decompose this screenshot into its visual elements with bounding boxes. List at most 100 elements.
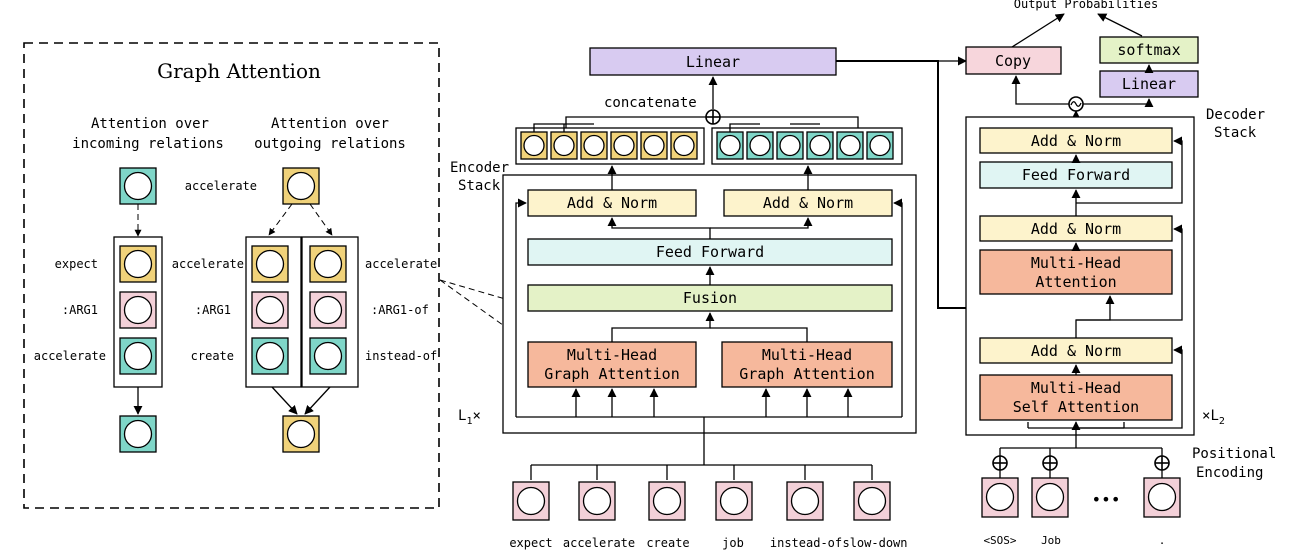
outgoing-right-label-instead-of: instead-of [365,349,437,363]
decoder-repeat-letter: L [1210,408,1218,424]
decoder-self-attention-box [979,374,1173,421]
outgoing-left-label-accelerate: accelerate [172,257,244,271]
input-token-create [648,481,686,521]
input-token-job [715,481,753,521]
encoder-feed-forward-label: Feed Forward [656,243,764,261]
encoder-graph-attention-right [721,341,893,388]
decoder-repeat-subscript: 2 [1219,416,1225,427]
outgoing-merge-arrow-left [271,386,298,415]
outgoing-right-node-accelerate [309,245,347,283]
incoming-output-node [119,415,157,453]
decoder-repeat-label: ×L2 [1202,408,1225,427]
concatenate-label: concatenate [604,95,697,111]
outgoing-dashed-arrow-right [309,203,333,236]
input-token-label-0: expect [509,536,552,550]
switch-to-linear-arrow [1083,98,1154,108]
encoder-linear-box [589,47,837,76]
outgoing-right-label-arg1-of: :ARG1-of [371,303,429,317]
decoder-add-norm-top [979,127,1173,154]
positional-drops [999,448,1163,456]
decoder-token-job [1031,477,1069,518]
encoder-add-norm-left [527,189,697,217]
softmax-box [1099,36,1199,64]
decoder-attention-line2: Attention [1035,273,1116,291]
outgoing-left-node-accelerate [251,245,289,283]
decoder-token-label-1: Job [1041,534,1061,547]
decoder-linear-box [1099,70,1199,98]
incoming-top-node [119,167,157,205]
encoder-stack-label-line1: Encoder [450,160,509,176]
concat-wire-left [565,116,706,131]
outgoing-left-label-create: create [191,349,234,363]
decoder-residual-mid [1076,224,1183,321]
input-token-label-3: job [722,536,744,550]
encoder-add-norm-right-label: Add & Norm [763,194,853,212]
copy-label: Copy [995,52,1031,70]
decoder-attention-line1: Multi-Head [1031,254,1121,272]
positional-oplus-icon-3 [1154,455,1170,471]
decoder-stack-label-line2: Stack [1214,125,1257,141]
outgoing-caption-line1: Attention over [271,116,389,132]
copy-switch-icon [1068,96,1084,112]
decoder-self-attention-line2: Self Attention [1013,398,1139,416]
decoder-linear-label: Linear [1122,75,1176,93]
encoder-stack-label-line2: Stack [458,178,501,194]
decoder-token-label-0: <SOS> [983,534,1016,547]
decoder-token-ellipsis: ••• [1092,490,1121,509]
decoder-add-norm-bottom-label: Add & Norm [1031,342,1121,360]
graph-attention-left-line2: Graph Attention [544,365,679,383]
encoder-repeat-subscript: 1 [466,416,472,427]
decoder-stack-label-line1: Decoder [1206,107,1265,123]
softmax-label: softmax [1117,41,1180,59]
decoder-add-norm-top-label: Add & Norm [1031,132,1121,150]
encoder-repeat-letter: L [458,408,466,424]
encoder-fusion-label: Fusion [683,289,737,307]
graph-attention-frame [23,42,440,509]
input-token-label-5: slow-down [842,536,907,550]
encoder-repeat-mark: × [472,408,480,424]
positional-label-line2: Encoding [1196,465,1263,481]
graph-attention-title: Graph Attention [157,59,321,83]
decoder-add-norm-mid-label: Add & Norm [1031,220,1121,238]
concat-wire-right [720,116,859,131]
graph-attention-right-line1: Multi-Head [762,346,852,364]
embedding-right-cells [716,131,894,160]
ff-to-addnorm-left [607,217,711,239]
encoder-residual-left [515,198,527,417]
input-token-expect [512,481,550,521]
outgoing-dashed-arrow-left [268,203,293,236]
encoder-add-norm-left-label: Add & Norm [567,194,657,212]
encoder-graph-attention-left [527,341,697,388]
encoder-feed-forward-box [527,238,893,266]
incoming-label-accelerate: accelerate [34,349,106,363]
decoder-residual-bottom [1075,345,1183,448]
copy-box [965,46,1062,75]
decoder-repeat-mark: × [1202,408,1210,424]
graph-attn-right-to-fusion [710,327,808,342]
decoder-add-norm-bottom [979,337,1173,364]
output-probabilities-label: Output Probabilities [1014,0,1159,11]
graph-attention-right-line2: Graph Attention [739,365,874,383]
incoming-label-arg1: :ARG1 [62,303,98,317]
graph-attention-panel: Graph Attention Attention over incoming … [23,42,440,509]
decoder-token-sos [981,477,1019,518]
encoder: Linear concatenate [450,47,917,550]
graph-attention-left-line1: Multi-Head [567,346,657,364]
encoder-repeat-label: L1× [458,408,481,427]
outgoing-top-label: accelerate [185,179,257,193]
incoming-label-expect: expect [55,257,98,271]
outgoing-output-node [282,415,320,453]
copy-to-output-arrow [1011,13,1065,48]
input-token-accelerate [578,481,616,521]
outgoing-right-label-accelerate: accelerate [365,257,437,271]
decoder-token-period [1143,477,1181,518]
outgoing-right-node-instead-of [309,337,347,375]
encoder-fusion-box [527,284,893,312]
incoming-node-arg1 [119,291,157,329]
input-token-label-4: instead-of [770,536,842,550]
encoder-residual-right [893,198,903,417]
decoder-self-attention-line1: Multi-Head [1031,379,1121,397]
outgoing-merge-arrow-right [304,386,331,415]
positional-oplus-icon-1 [992,455,1008,471]
